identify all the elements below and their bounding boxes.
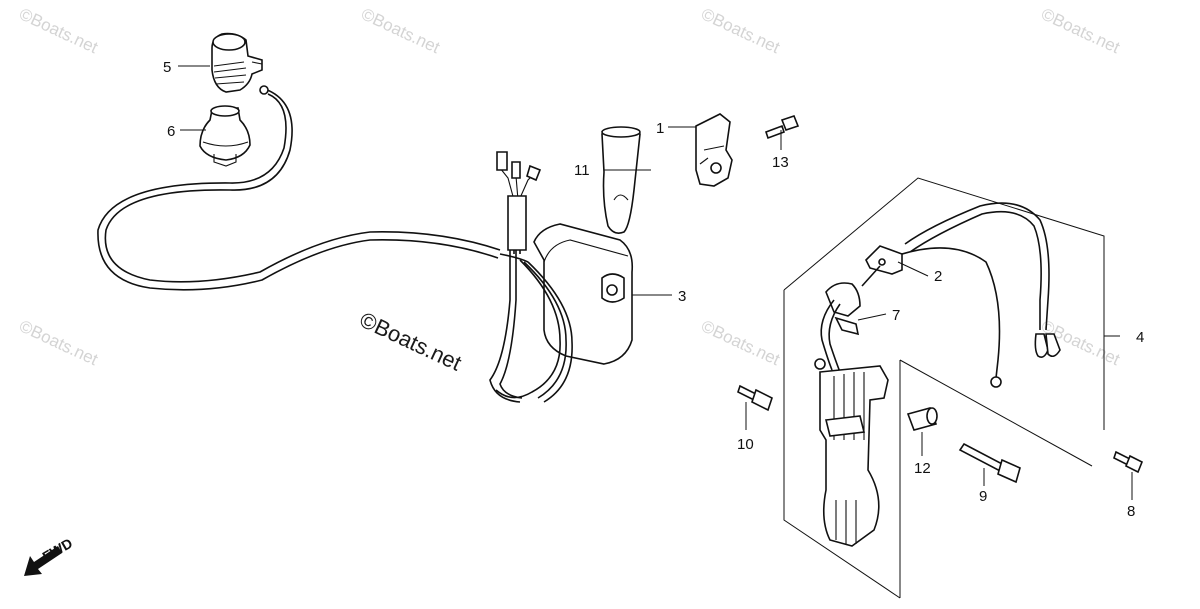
watermark: ©Boats.net bbox=[16, 4, 101, 57]
bolt-13 bbox=[764, 115, 800, 140]
bolt-9 bbox=[958, 442, 1021, 484]
fwd-label: FWD bbox=[40, 535, 76, 565]
callout-6: 6 bbox=[167, 123, 175, 140]
bolt-8 bbox=[1113, 450, 1144, 474]
pulser-harness bbox=[820, 202, 1061, 388]
ignition-coil bbox=[489, 151, 634, 403]
callout-3: 3 bbox=[678, 288, 686, 305]
callout-7: 7 bbox=[892, 307, 900, 324]
mounting-bracket bbox=[695, 113, 733, 187]
arrow-down-left-icon bbox=[24, 546, 62, 576]
callout-11: 11 bbox=[574, 162, 590, 179]
callout-9: 9 bbox=[979, 488, 987, 505]
bolt-10 bbox=[737, 384, 773, 412]
watermark: ©Boats.net bbox=[358, 4, 443, 57]
callout-8: 8 bbox=[1127, 503, 1135, 520]
center-watermark: ©Boats.net bbox=[356, 307, 466, 376]
callout-4: 4 bbox=[1136, 329, 1144, 346]
pulser-assembly-outline bbox=[783, 177, 1105, 599]
callout-5: 5 bbox=[163, 59, 171, 76]
watermark: ©Boats.net bbox=[698, 316, 783, 369]
watermark: ©Boats.net bbox=[698, 4, 783, 57]
callout-13: 13 bbox=[772, 154, 789, 171]
callout-12: 12 bbox=[914, 460, 931, 477]
callout-10: 10 bbox=[737, 436, 754, 453]
callout-2: 2 bbox=[934, 268, 942, 285]
spark-plug-cap bbox=[211, 32, 263, 93]
watermark: ©Boats.net bbox=[1038, 4, 1123, 57]
wire-sleeve bbox=[601, 126, 641, 234]
fwd-direction-marker: FWD bbox=[24, 535, 75, 576]
high-tension-cord bbox=[97, 85, 501, 291]
callout-1: 1 bbox=[656, 120, 664, 137]
leader-lines bbox=[178, 65, 1133, 500]
collar bbox=[906, 407, 938, 431]
watermark: ©Boats.net bbox=[16, 316, 101, 369]
plug-cap-boot bbox=[199, 105, 251, 167]
pulser-coil bbox=[814, 358, 889, 547]
